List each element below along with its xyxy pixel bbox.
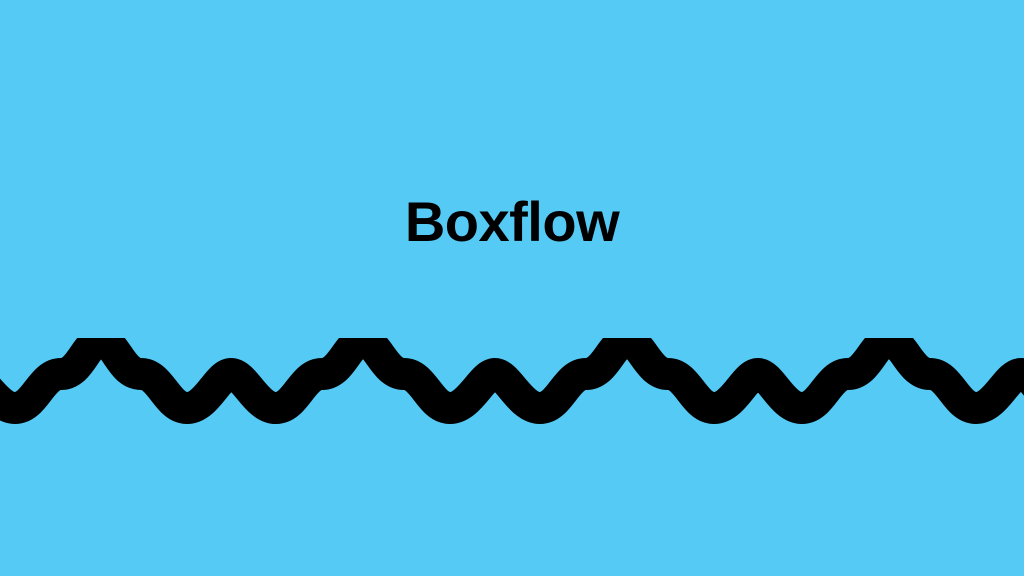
wave-svg: [0, 338, 1024, 424]
page-title: Boxflow: [404, 190, 620, 253]
sine-wave-path: [0, 338, 1024, 424]
wave-divider-graphic: [0, 338, 1024, 478]
